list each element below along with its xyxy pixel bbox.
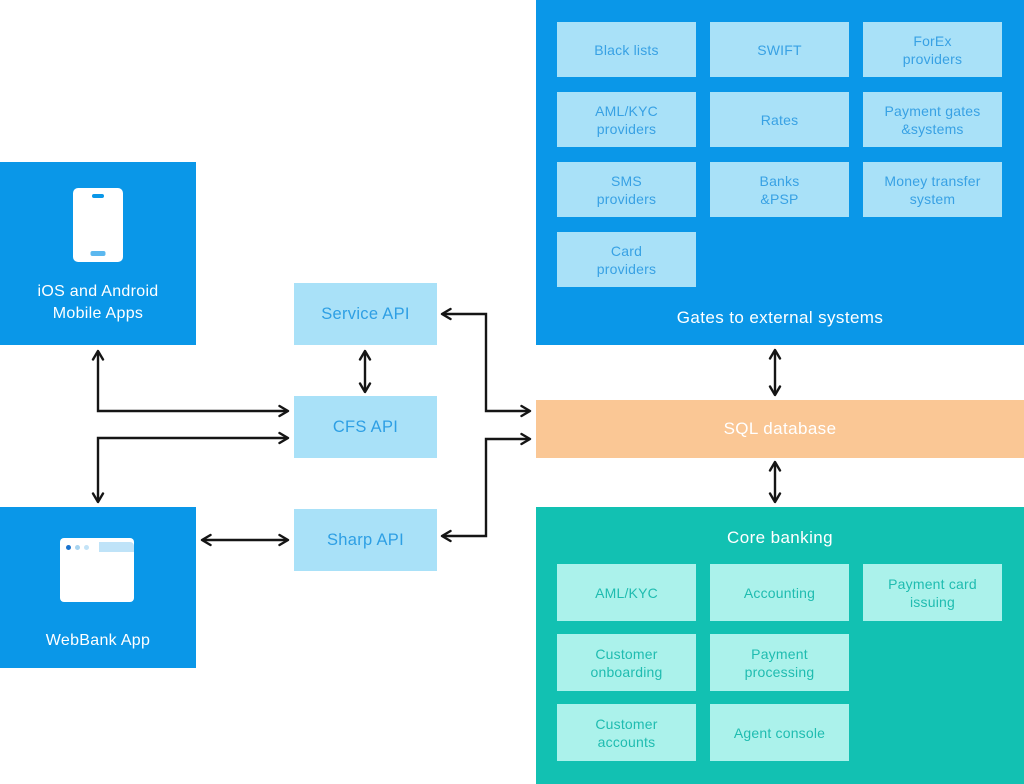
sql-database-bar: SQL database [536, 400, 1024, 458]
core-banking-grid: AML/KYC Accounting Payment card issuing … [557, 564, 1002, 761]
gates-panel-title: Gates to external systems [676, 308, 884, 327]
core-box-accounting: Accounting [710, 564, 849, 621]
gates-box-swift: SWIFT [710, 22, 849, 77]
browser-dots-detail [66, 545, 89, 550]
webbank-app-label: WebBank App [45, 632, 151, 649]
gates-panel: Black lists SWIFT ForEx providers AML/KY… [536, 0, 1024, 345]
gates-box-forex: ForEx providers [863, 22, 1002, 77]
browser-window-icon [60, 538, 134, 602]
gates-grid: Black lists SWIFT ForEx providers AML/KY… [557, 22, 1002, 287]
arrow-service-api-to-sql [440, 307, 532, 418]
gates-box-aml-kyc: AML/KYC providers [557, 92, 696, 147]
phone-speaker-detail [92, 194, 104, 198]
sql-database-label: SQL database [723, 419, 837, 438]
core-box-payment-processing: Payment processing [710, 634, 849, 691]
core-box-agent-console: Agent console [710, 704, 849, 761]
gates-box-rates: Rates [710, 92, 849, 147]
webbank-app-box: WebBank App [0, 507, 196, 668]
mobile-apps-box: iOS and Android Mobile Apps [0, 162, 196, 345]
core-box-payment-card-issuing: Payment card issuing [863, 564, 1002, 621]
gates-box-payment-gates: Payment gates &systems [863, 92, 1002, 147]
browser-tab-detail [99, 542, 134, 552]
core-box-customer-onboarding: Customer onboarding [557, 634, 696, 691]
smartphone-icon [73, 188, 123, 262]
core-box-aml-kyc: AML/KYC [557, 564, 696, 621]
gates-box-money-transfer: Money transfer system [863, 162, 1002, 217]
arrow-sharp-api-to-sql [440, 432, 532, 543]
service-api-label: Service API [321, 304, 410, 323]
gates-box-sms: SMS providers [557, 162, 696, 217]
arrow-mobile-to-cfs-api [91, 349, 290, 418]
cfs-api-label: CFS API [332, 417, 399, 436]
core-banking-panel: Core banking AML/KYC Accounting Payment … [536, 507, 1024, 784]
core-box-customer-accounts: Customer accounts [557, 704, 696, 761]
arrow-webbank-to-cfs-api [91, 431, 290, 504]
cfs-api-box: CFS API [294, 396, 437, 458]
gates-box-black-lists: Black lists [557, 22, 696, 77]
gates-box-banks-psp: Banks &PSP [710, 162, 849, 217]
mobile-apps-label: iOS and Android Mobile Apps [37, 283, 159, 322]
sharp-api-box: Sharp API [294, 509, 437, 571]
sharp-api-label: Sharp API [327, 530, 404, 549]
gates-box-card-providers: Card providers [557, 232, 696, 287]
service-api-box: Service API [294, 283, 437, 345]
phone-home-button-detail [90, 251, 106, 256]
core-banking-title: Core banking [727, 528, 833, 547]
